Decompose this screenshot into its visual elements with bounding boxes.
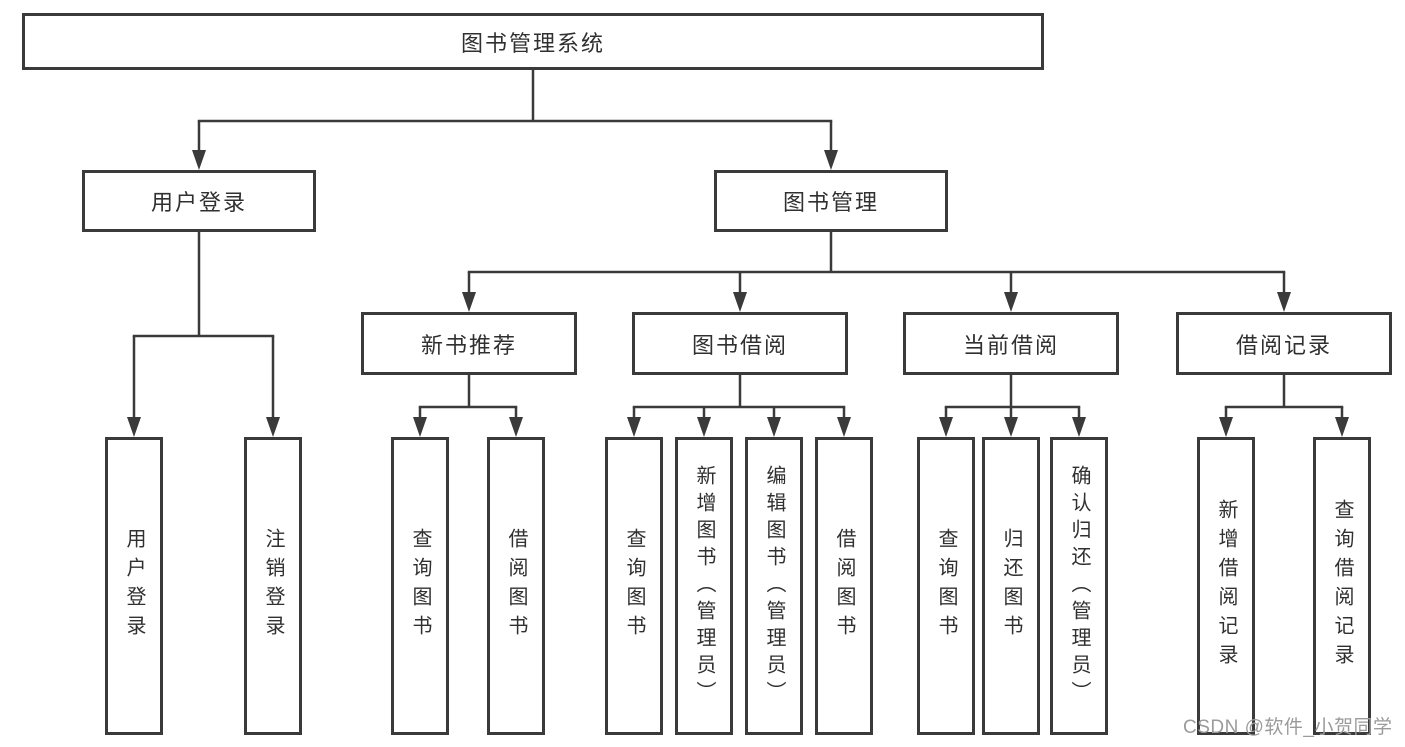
leaf-user-login-label: 用户登录 xyxy=(123,528,145,644)
leaf-query-books-recommend: 查询图书 xyxy=(391,437,449,735)
leaf-query-books-current-label: 查询图书 xyxy=(935,528,957,644)
leaf-add-book-admin-label: 新增图书（管理员） xyxy=(693,464,715,708)
leaf-edit-book-admin: 编辑图书（管理员） xyxy=(745,437,803,735)
leaf-logout-login-label: 注销登录 xyxy=(262,528,284,644)
leaf-confirm-return-admin-label: 确认归还（管理员） xyxy=(1068,464,1090,708)
leaf-query-books-borrow-label: 查询图书 xyxy=(623,528,645,644)
node-new-book-recommend-label: 新书推荐 xyxy=(420,332,517,358)
leaf-query-books-borrow: 查询图书 xyxy=(605,437,663,735)
node-book-management-label: 图书管理 xyxy=(782,190,879,215)
leaf-return-books-label: 归还图书 xyxy=(1000,528,1022,644)
leaf-borrow-books-recommend: 借阅图书 xyxy=(487,437,545,735)
leaf-query-books-recommend-label: 查询图书 xyxy=(409,528,431,644)
node-user-login-label: 用户登录 xyxy=(150,190,247,215)
leaf-add-book-admin: 新增图书（管理员） xyxy=(675,437,733,735)
node-borrow-records: 借阅记录 xyxy=(1176,312,1392,375)
node-current-borrow: 当前借阅 xyxy=(903,312,1119,375)
connector-root xyxy=(192,70,838,170)
node-current-borrow-label: 当前借阅 xyxy=(962,332,1059,358)
node-new-book-recommend: 新书推荐 xyxy=(361,312,577,375)
watermark: CSDN @软件_小贺同学 xyxy=(1183,717,1393,738)
connector-borrow-records xyxy=(1219,375,1349,437)
leaf-borrow-books-2: 借阅图书 xyxy=(815,437,873,735)
connector-book-borrow xyxy=(627,375,851,437)
leaf-borrow-books-2-label: 借阅图书 xyxy=(833,528,855,644)
leaf-return-books: 归还图书 xyxy=(982,437,1040,735)
node-book-borrow: 图书借阅 xyxy=(632,312,848,375)
connector-new-book-recommend xyxy=(413,375,523,437)
leaf-logout-login: 注销登录 xyxy=(244,437,302,735)
node-root-label: 图书管理系统 xyxy=(460,30,605,56)
connector-user-login xyxy=(127,232,280,437)
leaf-borrow-books-recommend-label: 借阅图书 xyxy=(505,528,527,644)
leaf-query-borrow-record: 查询借阅记录 xyxy=(1313,437,1371,735)
leaf-add-borrow-record: 新增借阅记录 xyxy=(1197,437,1255,735)
connector-current-borrow xyxy=(939,375,1086,437)
leaf-add-borrow-record-label: 新增借阅记录 xyxy=(1215,499,1237,673)
leaf-query-borrow-record-label: 查询借阅记录 xyxy=(1331,499,1353,673)
connector-book-management xyxy=(462,232,1291,312)
node-user-login: 用户登录 xyxy=(82,170,316,232)
leaf-edit-book-admin-label: 编辑图书（管理员） xyxy=(763,464,785,708)
leaf-query-books-current: 查询图书 xyxy=(917,437,975,735)
node-book-management: 图书管理 xyxy=(714,170,948,232)
node-borrow-records-label: 借阅记录 xyxy=(1235,332,1332,358)
node-book-borrow-label: 图书借阅 xyxy=(691,332,788,358)
leaf-user-login: 用户登录 xyxy=(105,437,163,735)
node-root: 图书管理系统 xyxy=(22,13,1044,70)
leaf-confirm-return-admin: 确认归还（管理员） xyxy=(1050,437,1108,735)
